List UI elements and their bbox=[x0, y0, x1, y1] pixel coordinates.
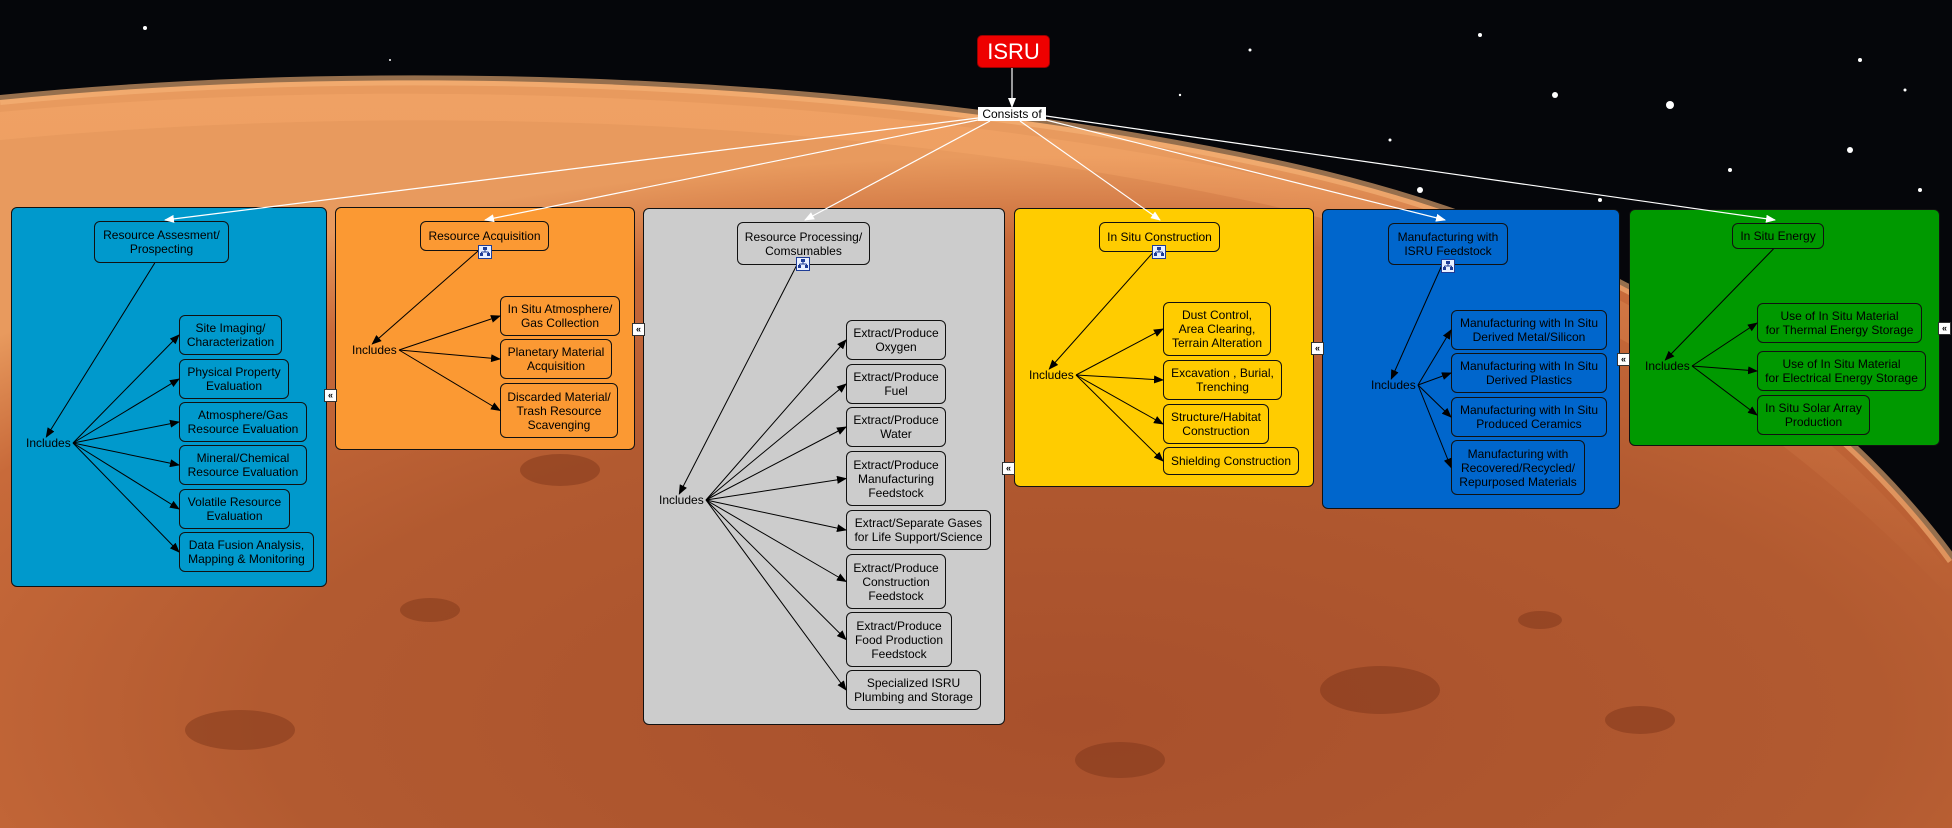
in-situ-atmosphere-node[interactable]: In Situ Atmosphere/ Gas Collection bbox=[500, 296, 620, 336]
plumbing-storage-node[interactable]: Specialized ISRU Plumbing and Storage bbox=[846, 670, 981, 710]
water-node[interactable]: Extract/Produce Water bbox=[846, 407, 946, 447]
collapse-expander-icon[interactable]: « bbox=[1617, 353, 1630, 366]
metal-silicon-node[interactable]: Manufacturing with In Situ Derived Metal… bbox=[1451, 310, 1607, 350]
collapse-expander-icon[interactable]: « bbox=[1311, 342, 1324, 355]
manufacturing-feedstock-node[interactable]: Extract/Produce Manufacturing Feedstock bbox=[846, 451, 946, 506]
discarded-material-node[interactable]: Discarded Material/ Trash Resource Scave… bbox=[500, 383, 618, 438]
collapse-expander-icon[interactable]: « bbox=[1938, 322, 1951, 335]
in-situ-construction-node[interactable]: In Situ Construction bbox=[1099, 222, 1220, 252]
sub-map-icon[interactable] bbox=[796, 257, 810, 271]
separate-gases-node[interactable]: Extract/Separate Gases for Life Support/… bbox=[846, 510, 991, 550]
site-imaging-node[interactable]: Site Imaging/ Characterization bbox=[179, 315, 282, 355]
includes-label-construction: Includes bbox=[1029, 368, 1074, 382]
manufacturing-panel bbox=[1322, 209, 1620, 509]
resource-assessment-node[interactable]: Resource Assesment/ Prospecting bbox=[94, 221, 229, 263]
data-fusion-node[interactable]: Data Fusion Analysis, Mapping & Monitori… bbox=[179, 532, 314, 572]
physical-property-node[interactable]: Physical Property Evaluation bbox=[179, 359, 289, 399]
includes-label-energy: Includes bbox=[1645, 359, 1690, 373]
collapse-expander-icon[interactable]: « bbox=[1002, 462, 1015, 475]
resource-processing-node[interactable]: Resource Processing/ Comsumables bbox=[737, 222, 870, 265]
recovered-materials-node[interactable]: Manufacturing with Recovered/Recycled/ R… bbox=[1451, 440, 1585, 495]
electrical-storage-node[interactable]: Use of In Situ Material for Electrical E… bbox=[1757, 351, 1926, 391]
structure-habitat-node[interactable]: Structure/Habitat Construction bbox=[1163, 404, 1269, 444]
sub-map-icon[interactable] bbox=[1152, 245, 1166, 259]
plastics-node[interactable]: Manufacturing with In Situ Derived Plast… bbox=[1451, 353, 1607, 393]
includes-label-assessment: Includes bbox=[26, 436, 71, 450]
includes-label-manufacturing: Includes bbox=[1371, 378, 1416, 392]
excavation-node[interactable]: Excavation , Burial, Trenching bbox=[1163, 360, 1282, 400]
in-situ-energy-node[interactable]: In Situ Energy bbox=[1732, 223, 1824, 249]
atmosphere-gas-node[interactable]: Atmosphere/Gas Resource Evaluation bbox=[179, 402, 307, 442]
includes-label-processing: Includes bbox=[659, 493, 704, 507]
mineral-chemical-node[interactable]: Mineral/Chemical Resource Evaluation bbox=[179, 445, 307, 485]
dust-control-node[interactable]: Dust Control, Area Clearing, Terrain Alt… bbox=[1163, 302, 1271, 356]
consists-of-link-label: Consists of bbox=[978, 107, 1046, 121]
planetary-material-node[interactable]: Planetary Material Acquisition bbox=[500, 339, 612, 379]
construction-feedstock-node[interactable]: Extract/Produce Construction Feedstock bbox=[846, 554, 946, 609]
volatile-resource-node[interactable]: Volatile Resource Evaluation bbox=[179, 489, 290, 529]
solar-array-node[interactable]: In Situ Solar Array Production bbox=[1757, 395, 1870, 435]
shielding-construction-node[interactable]: Shielding Construction bbox=[1163, 447, 1299, 475]
ceramics-node[interactable]: Manufacturing with In Situ Produced Cera… bbox=[1451, 397, 1607, 437]
oxygen-node[interactable]: Extract/Produce Oxygen bbox=[846, 320, 946, 360]
collapse-expander-icon[interactable]: « bbox=[632, 323, 645, 336]
food-production-node[interactable]: Extract/Produce Food Production Feedstoc… bbox=[846, 612, 952, 667]
fuel-node[interactable]: Extract/Produce Fuel bbox=[846, 364, 946, 404]
collapse-expander-icon[interactable]: « bbox=[324, 389, 337, 402]
sub-map-icon[interactable] bbox=[478, 245, 492, 259]
sub-map-icon[interactable] bbox=[1441, 259, 1455, 273]
thermal-storage-node[interactable]: Use of In Situ Material for Thermal Ener… bbox=[1757, 303, 1922, 343]
includes-label-acquisition: Includes bbox=[352, 343, 397, 357]
isru-root-node[interactable]: ISRU bbox=[977, 35, 1050, 68]
